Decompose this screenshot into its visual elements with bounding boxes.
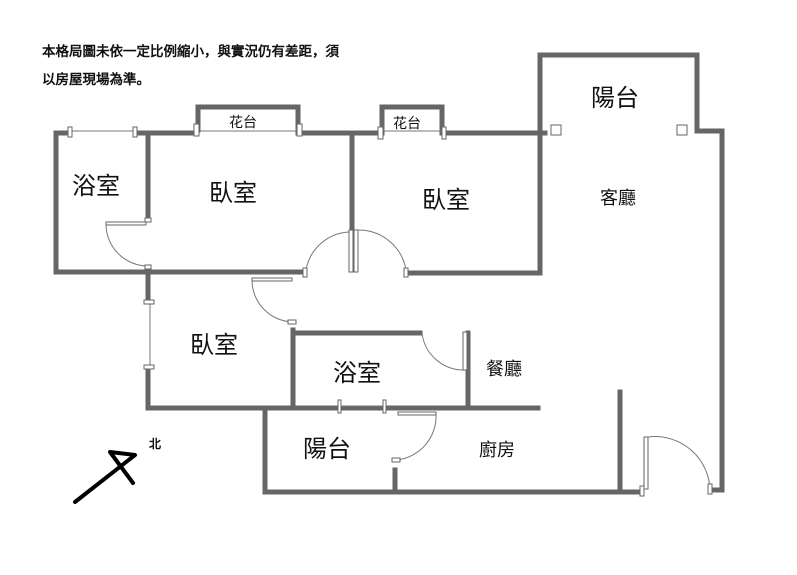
room-label-bedroom-2: 臥室 — [422, 186, 470, 214]
doors — [105, 217, 713, 497]
walls — [53, 52, 725, 495]
room-label-planter-2: 花台 — [393, 116, 421, 132]
north-arrow-icon — [73, 450, 137, 504]
room-label-kitchen: 廚房 — [479, 439, 515, 461]
room-label-bedroom-1: 臥室 — [209, 179, 257, 207]
disclaimer-line-2: 以房屋現場為準。 — [42, 72, 150, 88]
north-label: 北 — [149, 436, 161, 451]
room-label-balcony-2: 陽台 — [303, 435, 351, 463]
windows — [67, 123, 688, 414]
room-label-living-room: 客廳 — [600, 188, 636, 209]
disclaimer-line-1: 本格局圖未依一定比例縮小，與實況仍有差距，須 — [42, 44, 339, 60]
room-label-bedroom-3: 臥室 — [190, 331, 238, 359]
room-label-bath-2: 浴室 — [333, 359, 381, 387]
room-label-bath-1: 浴室 — [72, 172, 120, 200]
disclaimer-note: 本格局圖未依一定比例縮小，與實況仍有差距，須 以房屋現場為準。 — [42, 38, 482, 94]
room-label-planter-1: 花台 — [229, 115, 257, 131]
room-label-balcony-1: 陽台 — [591, 84, 639, 112]
room-label-dining-room: 餐廳 — [486, 359, 522, 380]
